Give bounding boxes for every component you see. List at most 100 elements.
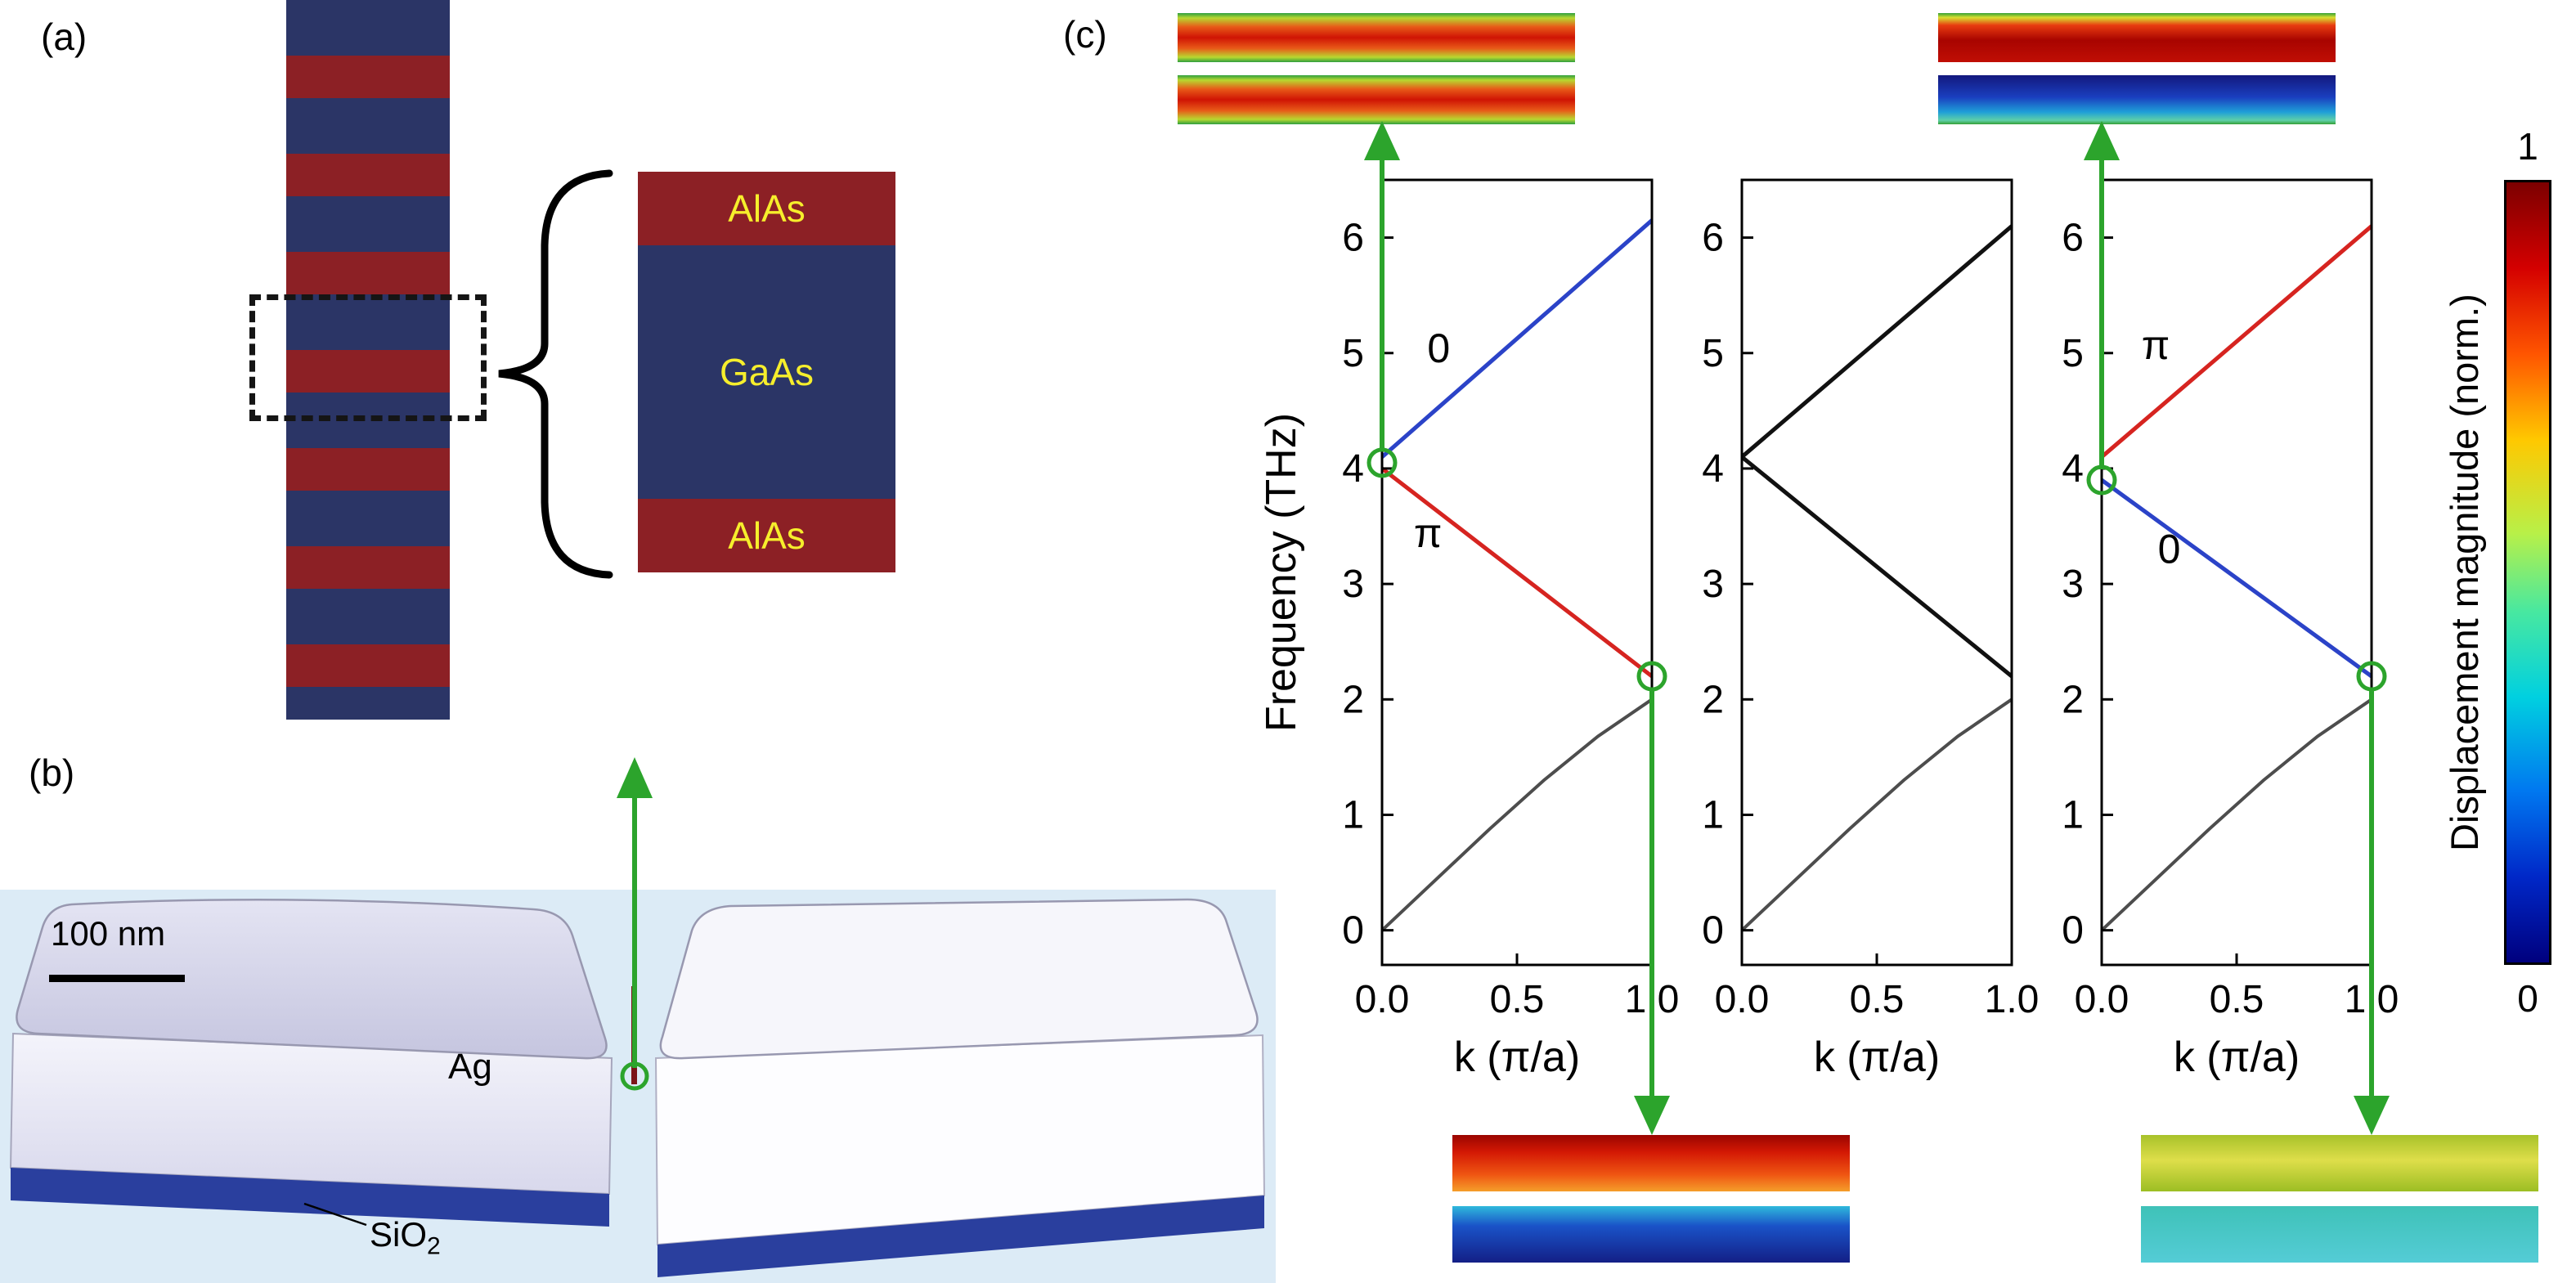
mode-bar xyxy=(1452,1206,1850,1263)
stripe-gaas xyxy=(286,98,450,154)
x-tick-label: 0.5 xyxy=(1850,978,1905,1021)
axes-frame xyxy=(1740,178,2013,967)
colorbar xyxy=(2504,180,2551,965)
series-optical-pi xyxy=(2100,224,2373,459)
scalebar xyxy=(49,975,185,982)
x-axis-label: k (π/a) xyxy=(1814,1034,1940,1081)
x-tick-label: 0.0 xyxy=(2075,978,2129,1021)
y-tick-label: 6 xyxy=(2062,217,2084,260)
panel-a-label: (a) xyxy=(41,16,88,58)
mode-image-top-left xyxy=(1178,13,1575,124)
x-tick-label: 1.0 xyxy=(2345,978,2399,1021)
y-tick-label: 1 xyxy=(2062,793,2084,837)
mode-bar xyxy=(2141,1135,2538,1191)
sio2-label-sub: 2 xyxy=(427,1232,441,1260)
panel-b-render xyxy=(0,890,1276,1283)
stripe-alas xyxy=(286,350,450,393)
ag-prism-right-top xyxy=(659,898,1259,1060)
stripe-alas xyxy=(286,546,450,589)
x-tick-label: 0.0 xyxy=(1715,978,1770,1021)
sio2-layer-right xyxy=(657,1196,1264,1277)
zoom-layer-alas: AlAs xyxy=(638,172,895,245)
mode-bar xyxy=(1938,13,2336,62)
stripe-alas xyxy=(286,154,450,196)
branch-annotation: 0 xyxy=(2158,527,2181,572)
stripe-alas xyxy=(286,644,450,687)
colorbar-title: Displacement magnitude (norm.) xyxy=(2443,294,2486,851)
y-tick-label: 5 xyxy=(2062,332,2084,375)
stripe-gaas xyxy=(286,589,450,644)
zoom-layer-gaas: GaAs xyxy=(638,245,895,499)
ag-prism-left-front xyxy=(9,1032,613,1196)
mode-bar xyxy=(1452,1135,1850,1191)
branch-annotation: π xyxy=(1414,510,1443,556)
x-axis-label: k (π/a) xyxy=(2174,1034,2300,1081)
colorbar-min-label: 0 xyxy=(2517,977,2538,1020)
y-tick-label: 1 xyxy=(1702,793,1724,837)
layer-label: AlAs xyxy=(728,514,806,557)
sio2-label-text: SiO xyxy=(370,1215,428,1254)
mode-image-top-right xyxy=(1938,13,2336,124)
layer-label: AlAs xyxy=(728,187,806,230)
ag-label: Ag xyxy=(448,1047,492,1087)
series-optical-zero xyxy=(1380,218,1654,459)
dispersion-plot-right: 0 1 2 3 4 5 6 0.0 0.5 1.0 k (π/a) π 0 xyxy=(2062,178,2399,1081)
y-tick-label: 2 xyxy=(2062,678,2084,721)
series-optical-upper xyxy=(1740,224,2013,459)
ag-prism-left-top xyxy=(16,898,608,1060)
y-tick-label: 6 xyxy=(1342,217,1364,260)
y-tick-label: 3 xyxy=(1342,563,1364,606)
arrowhead xyxy=(617,757,653,798)
y-tick-label: 4 xyxy=(1342,447,1364,491)
stripe-gaas xyxy=(286,687,450,720)
y-tick-label: 6 xyxy=(1702,217,1724,260)
sio2-label: SiO2 xyxy=(370,1215,441,1260)
stripe-gaas xyxy=(286,491,450,546)
x-tick-label: 0.5 xyxy=(1490,978,1545,1021)
stripe-alas xyxy=(286,252,450,294)
mode-bar xyxy=(1178,13,1575,62)
y-tick-label: 5 xyxy=(1702,332,1724,375)
mode-bar xyxy=(1178,75,1575,124)
y-tick-label: 0 xyxy=(1342,909,1364,953)
series-acoustic xyxy=(1740,698,2013,932)
y-tick-label: 3 xyxy=(2062,563,2084,606)
y-tick-label: 2 xyxy=(1702,678,1724,721)
y-tick-label: 1 xyxy=(1342,793,1364,837)
stripe-gaas xyxy=(286,294,450,350)
y-axis-label: Frequency (THz) xyxy=(1258,413,1305,732)
sio2-layer-left xyxy=(11,1168,609,1227)
scalebar-label: 100 nm xyxy=(51,914,166,953)
mode-bar xyxy=(2141,1206,2538,1263)
branch-annotation: 0 xyxy=(1427,325,1450,371)
series-optical-pi xyxy=(1380,466,1654,679)
branch-annotation: π xyxy=(2142,322,2170,368)
y-tick-label: 4 xyxy=(2062,447,2084,491)
brace xyxy=(498,169,613,579)
unit-cell-box xyxy=(249,294,487,421)
series-optical-lower xyxy=(1740,455,2013,678)
nanowire xyxy=(631,986,637,1084)
brace-path xyxy=(498,169,613,579)
colorbar-max-label: 1 xyxy=(2517,125,2538,168)
stripe-alas xyxy=(286,448,450,491)
y-tick-label: 0 xyxy=(2062,909,2084,953)
y-tick-label: 0 xyxy=(1702,909,1724,953)
x-tick-label: 0.0 xyxy=(1355,978,1410,1021)
x-tick-label: 0.5 xyxy=(2210,978,2264,1021)
layer-label: GaAs xyxy=(719,351,815,393)
stripe-gaas xyxy=(286,196,450,252)
y-tick-label: 3 xyxy=(1702,563,1724,606)
panel-c-label: (c) xyxy=(1063,13,1107,56)
sio2-leader-line xyxy=(303,1202,367,1227)
mode-bar xyxy=(1938,75,2336,124)
series-optical-zero xyxy=(2100,478,2373,679)
series-acoustic xyxy=(1380,698,1654,932)
stripe-alas xyxy=(286,56,450,98)
arrowhead xyxy=(1634,1096,1670,1135)
y-tick-label: 2 xyxy=(1342,678,1364,721)
axes-frame xyxy=(2100,178,2373,967)
